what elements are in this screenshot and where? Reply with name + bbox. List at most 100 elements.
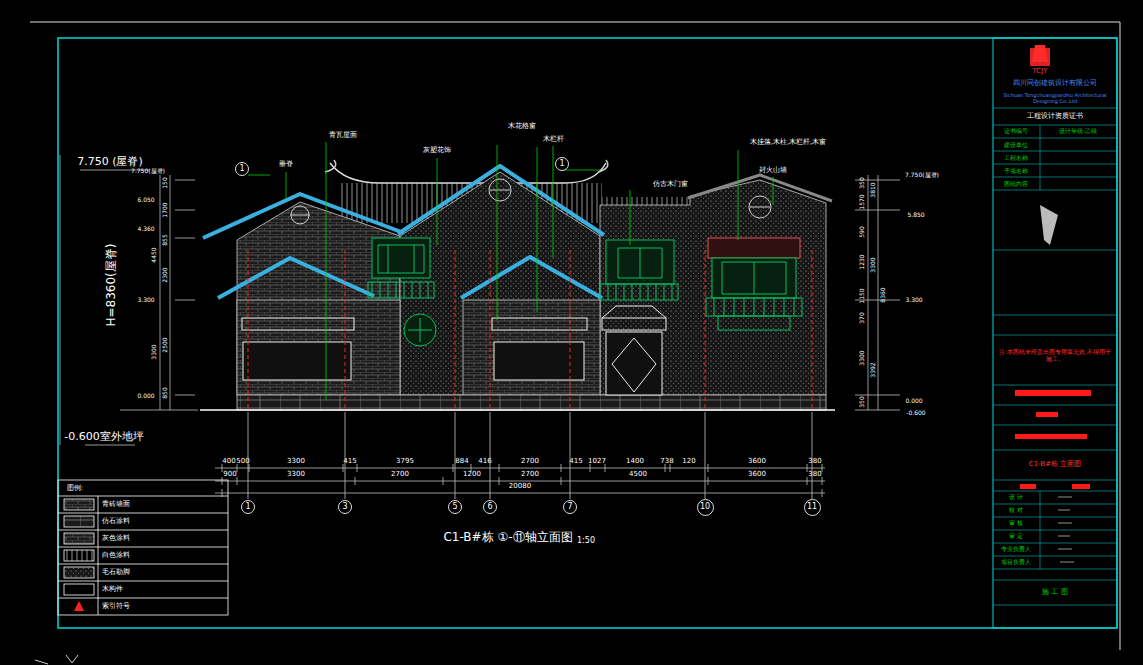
axis-bubble: 3 xyxy=(338,500,352,514)
legend-table xyxy=(64,499,94,510)
walls xyxy=(237,300,400,395)
windows-and-balconies xyxy=(712,258,796,298)
wall-panels xyxy=(242,318,354,330)
label-text: 专业负责人 xyxy=(1001,546,1031,553)
label-text: 1700 xyxy=(162,202,169,217)
label-text: 3300 xyxy=(287,471,305,479)
windows-and-balconies xyxy=(718,316,790,330)
title-block xyxy=(993,45,1117,605)
label-text: 1150 xyxy=(859,288,866,303)
legend-text: 青砖墙面 xyxy=(102,501,130,509)
callout-number: 1 xyxy=(239,165,244,173)
label-text: 图纸内容 xyxy=(1004,181,1028,188)
legend-text: 索引符号 xyxy=(102,603,130,611)
dimension-lines xyxy=(60,155,900,497)
walls xyxy=(200,172,835,410)
legend-table xyxy=(64,550,94,561)
label-text: 120 xyxy=(682,458,695,466)
walls xyxy=(400,172,600,395)
label-text: 150 xyxy=(162,177,169,188)
legend-text: 毛石勒脚 xyxy=(102,569,130,577)
label-text: H=8360(屋脊) xyxy=(105,244,118,327)
dimension-lines xyxy=(120,180,900,410)
label-text: 垂脊 xyxy=(279,161,293,169)
walls xyxy=(200,409,835,411)
label-text: 7.750 (屋脊) xyxy=(77,156,143,168)
label-text: 3300 xyxy=(287,458,305,466)
wall-panels xyxy=(602,318,666,330)
callout-number: 6 xyxy=(487,503,492,511)
roof-eaves xyxy=(688,175,832,201)
label-text: 7.750(屋脊) xyxy=(905,172,939,179)
axis-lines xyxy=(248,412,812,499)
label-text: 380 xyxy=(808,458,821,466)
walls xyxy=(237,395,826,410)
title-block xyxy=(1030,48,1050,66)
legend-table xyxy=(64,567,94,578)
legend-table xyxy=(58,480,228,615)
label-text: 2700 xyxy=(521,471,539,479)
windows-and-balconies xyxy=(368,282,434,298)
label-text: 青瓦屋面 xyxy=(329,132,357,140)
label-text: 审 核 xyxy=(1009,520,1023,527)
label-text: 图例: xyxy=(67,485,83,493)
roof-eaves xyxy=(218,258,374,298)
legend-table xyxy=(64,533,94,544)
label-text: 四川同创建筑设计有限公司 xyxy=(1013,80,1097,88)
title-block xyxy=(1058,497,1074,562)
label-text: 1570 xyxy=(859,194,866,209)
label-text: 3392 xyxy=(870,362,877,377)
ornaments xyxy=(290,179,771,224)
callout-number: 3 xyxy=(342,503,347,511)
label-text: 3300 xyxy=(859,350,866,365)
label-text: 1200 xyxy=(463,471,481,479)
wall-panels xyxy=(494,342,584,380)
label-text: 0.000 xyxy=(905,398,922,405)
label-text: 3.300 xyxy=(905,297,922,304)
label-text: Sichuan Tongchuangjianzhu Architectural … xyxy=(997,93,1113,104)
axis-bubble: 10 xyxy=(697,499,714,516)
label-text: 6.050 xyxy=(137,197,154,204)
legend-table xyxy=(58,496,228,615)
label-text: 建设单位 xyxy=(1004,142,1028,149)
label-text: 封火山墙 xyxy=(759,167,787,175)
label-text: 4450 xyxy=(151,247,158,262)
axis-lines xyxy=(248,250,812,410)
label-text: 7.750(屋脊) xyxy=(131,168,165,175)
label-text: C1-B#栋 立面图 xyxy=(1029,461,1082,469)
label-text: 3600 xyxy=(748,471,766,479)
windows-and-balconies xyxy=(714,298,794,316)
label-text: 木栏杆 xyxy=(543,136,564,144)
wall-panels xyxy=(612,338,656,392)
label-text: 工程名称 xyxy=(1004,155,1028,162)
axis-bubble: 1 xyxy=(241,500,255,514)
windows-and-balconies xyxy=(404,314,436,346)
label-text: 416 xyxy=(478,458,491,466)
label-text: 3795 xyxy=(396,458,414,466)
label-text: 590 xyxy=(859,226,866,237)
dimension-lines xyxy=(160,175,878,410)
label-text: 设 计 xyxy=(1009,494,1023,501)
label-text: 855 xyxy=(162,234,169,245)
legend-text: 仿石涂料 xyxy=(102,518,130,526)
ornaments xyxy=(290,190,770,215)
label-text: 350 xyxy=(859,177,866,188)
label-text: 证书编号 xyxy=(1004,128,1028,135)
windows-and-balconies xyxy=(722,262,786,294)
legend-text: 灰色涂料 xyxy=(102,535,130,543)
label-text: 工程设计资质证书 xyxy=(1027,113,1083,121)
dimension-lines xyxy=(222,489,822,497)
windows-and-balconies xyxy=(600,284,678,300)
leader-lines xyxy=(248,142,773,400)
label-text: 1:50 xyxy=(577,537,595,546)
label-text: 木花格窗 xyxy=(508,123,536,131)
wall-panels xyxy=(492,318,587,330)
legend-text: 木构件 xyxy=(102,586,123,594)
sheet-frame xyxy=(993,38,1117,628)
dimension-lines xyxy=(215,468,825,493)
label-text: TCJY xyxy=(1032,68,1047,76)
axis-bubble: 5 xyxy=(448,500,462,514)
label-text: 5.850 xyxy=(907,212,924,219)
title-block xyxy=(1072,484,1090,489)
